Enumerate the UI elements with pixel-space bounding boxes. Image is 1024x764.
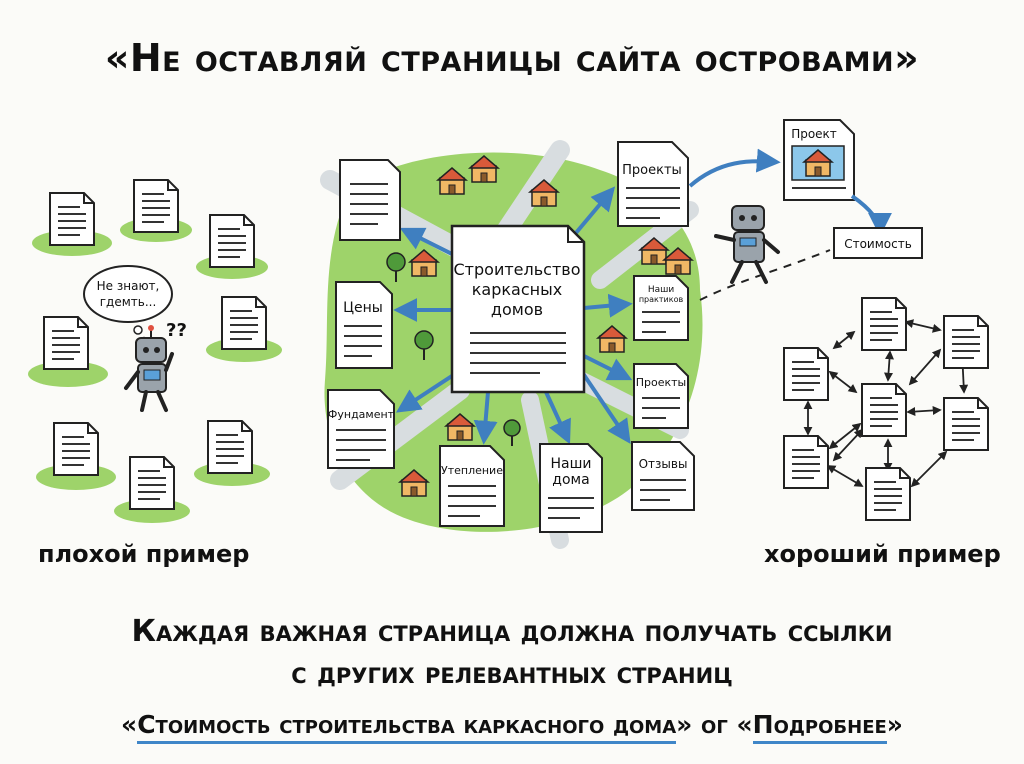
island-doc [32,192,112,256]
page-doc [339,159,401,241]
page-our-houses-label-2: дома [552,472,589,488]
open-quote: « [121,710,138,739]
island-doc [196,214,268,279]
island-doc [28,316,108,387]
cost-card-label: Стоимость [844,237,912,251]
headline-line-1: Каждая важная страница должна получать с… [131,614,893,649]
page-practices-label-2: практиков [639,295,684,304]
question-marks: ?? [166,320,187,341]
path-arrow [850,194,892,237]
page-insulation-label: Утепление [441,464,503,477]
cost-card: Стоимость [833,227,923,259]
good-example [783,297,989,521]
page-reviews: Отзывы [631,441,695,511]
close-quote: » [676,710,693,739]
page-projects-top: Проекты [617,141,689,227]
tree-icon [414,330,434,360]
bad-example: Не знают, гдемть... ?? [28,179,282,523]
thought-bubble: Не знают, гдемть... [83,265,173,344]
page-projects-top-label: Проекты [622,163,682,178]
network-doc [861,297,907,351]
project-card: Проект [783,119,855,201]
network-doc [943,315,989,369]
network-doc [865,467,911,521]
good-example-caption: хороший пример [764,540,1001,568]
link-arrows [393,186,633,445]
tree-icon [386,252,406,282]
page-foundation: Фундамент [327,389,395,469]
page-our-houses: Наши дома [539,443,603,533]
page-practices-label-1: Наши [648,285,675,295]
robot-walking-icon [714,205,780,284]
project-card-label: Проект [791,127,837,141]
network-doc [783,347,829,401]
page-reviews-label: Отзывы [639,457,688,471]
anchor-example: «Стоимость строительства каркасного дома… [0,710,1024,744]
page-our-practices: Наши практиков [633,275,689,341]
page-prices-label: Цены [343,300,383,316]
network-doc [861,383,907,437]
center-hub: Строительство каркасных домов Цены [320,119,923,549]
island-doc [36,422,116,490]
island-doc [194,420,270,486]
thought-line-2: гдемть... [100,295,157,309]
anchor-link-cost[interactable]: Стоимость строительства каркасного дома [137,710,677,744]
thought-line-1: Не знают, [97,279,160,293]
main-page-title-2: каркасных [472,280,562,299]
bad-example-caption: плохой пример [38,540,250,568]
robot-confused-icon [124,325,174,412]
main-page-title-1: Строительство [454,260,581,279]
page-projects-small: Проекты [633,363,689,429]
network-doc [783,435,829,489]
headline-line-2: с других релевантных страниц [291,656,733,691]
anchor-link-more[interactable]: Подробнее [752,710,887,744]
page-projects-small-label: Проекты [636,376,687,389]
page-foundation-label: Фундамент [328,408,395,421]
island-doc [114,456,190,523]
main-page-doc: Строительство каркасных домов [450,224,586,394]
path-arrow [688,148,781,188]
page-prices: Цены [335,281,393,369]
tree-icon [503,419,521,446]
close-quote-2: » [886,710,903,739]
main-page-title-3: домов [491,300,543,319]
page-insulation: Утепление [439,445,505,527]
page-our-houses-label-1: Наши [550,456,591,472]
anchor-separator: ог [692,710,737,739]
page-title: «Не оставляй страницы сайта островами» [104,36,920,80]
island-doc [120,179,192,242]
network-doc [943,397,989,451]
island-doc [206,296,282,362]
open-quote-2: « [736,710,753,739]
